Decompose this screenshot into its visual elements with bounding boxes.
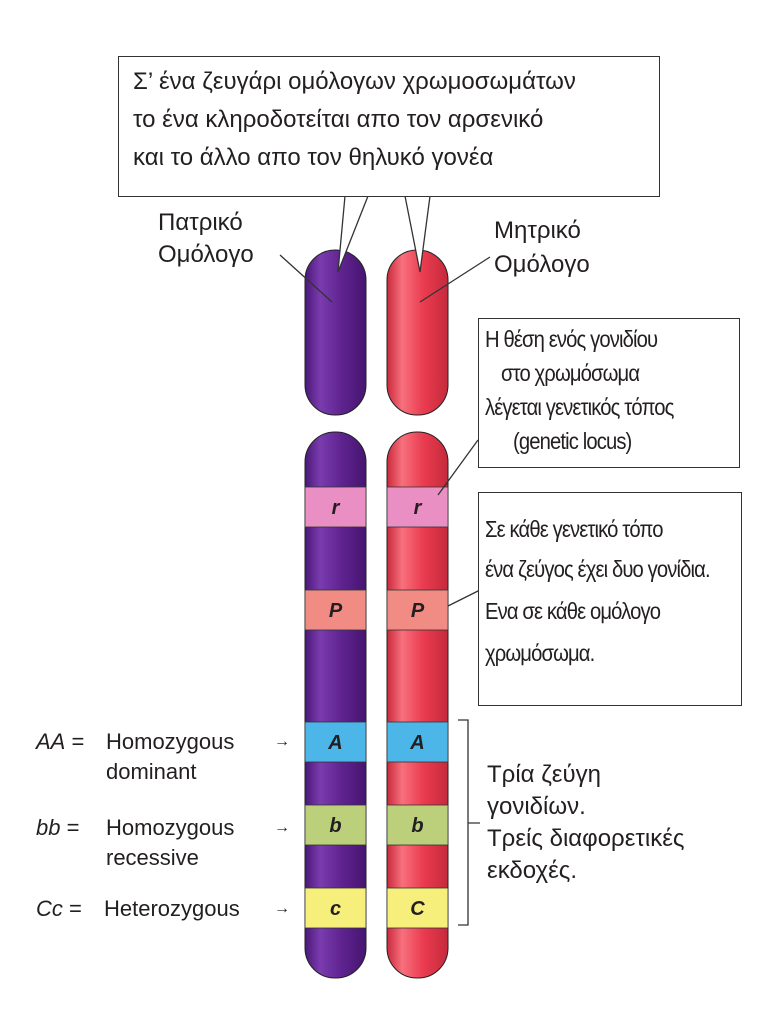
maternal-gene-band (386, 887, 449, 929)
bracket-note-line: εκδοχές. (487, 857, 577, 884)
maternal-gene-band (386, 486, 449, 528)
locus-note-line: λέγεται γενετικός τόπος (485, 394, 674, 420)
arrow-right-icon: → (274, 819, 290, 836)
arrow-right-icon: → (274, 900, 290, 917)
gene-pairs-bracket (458, 719, 480, 926)
paternal-label-pointer (279, 254, 333, 303)
maternal-gene-band (386, 721, 449, 763)
paternal-upper-arm (304, 249, 367, 416)
maternal-allele-label: r (413, 497, 422, 519)
maternal-label-line: Ομόλογο (494, 251, 590, 278)
paternal-allele-label: P (328, 600, 343, 622)
paternal-allele-label: r (331, 497, 340, 519)
legend-line2: dominant (106, 759, 197, 784)
pair-note-box: Σε κάθε γενετικό τόπο ένα ζεύγος έχει δυ… (478, 492, 742, 706)
pair-pointer (447, 589, 481, 607)
paternal-label-line: Πατρικό (158, 209, 243, 236)
pair-note-line: Ενα σε κάθε ομόλογο (485, 598, 661, 624)
paternal-gene-band (304, 486, 367, 528)
paternal-allele-label: A (328, 732, 343, 754)
maternal-label-pointer (419, 256, 491, 303)
top-note-callout-tail (337, 195, 431, 273)
maternal-allele-label: C (410, 898, 425, 920)
paternal-allele-label: c (329, 898, 342, 920)
paternal-gene-band (304, 721, 367, 763)
maternal-gene-band (386, 589, 449, 631)
maternal-upper-arm (386, 249, 449, 416)
top-note-line: και το άλλο απο τον θηλυκό γονέα (133, 144, 494, 171)
legend-line2: recessive (106, 845, 199, 870)
paternal-label-line: Ομόλογο (158, 241, 254, 268)
maternal-allele-label: b (411, 815, 424, 837)
bracket-note-line: Τρείς διαφορετικές (487, 825, 685, 852)
legend-heterozygous: Cc = Heterozygous → (36, 895, 290, 923)
genotype: AA (36, 729, 66, 754)
maternal-gene-band (386, 804, 449, 846)
equals: = (71, 729, 85, 754)
top-note-line: Σ’ ένα ζευγάρι ομόλογων χρωμοσωμάτων (133, 68, 576, 95)
paternal-gene-band (304, 887, 367, 929)
locus-note-line: Η θέση ενός γονιδίου (485, 326, 658, 352)
locus-note-box: Η θέση ενός γονιδίου στο χρωμόσωμα λέγετ… (478, 318, 740, 468)
locus-note-line: (genetic locus) (513, 428, 632, 454)
legend-homozygous-recessive: bb = Homozygous recessive → (36, 814, 290, 870)
paternal-gene-band (304, 804, 367, 846)
paternal-gene-band (304, 589, 367, 631)
maternal-label-line: Μητρικό (494, 217, 581, 244)
bracket-note-line: Τρία ζεύγη (487, 761, 601, 788)
genotype: bb (36, 815, 61, 840)
legend-homozygous-dominant: AA = Homozygous dominant → (36, 728, 290, 784)
bracket-note-line: γονιδίων. (487, 793, 586, 820)
locus-note-line: στο χρωμόσωμα (501, 360, 640, 386)
genotype: Cc (36, 896, 63, 921)
paternal-allele-label: b (329, 815, 342, 837)
pair-note-line: ένα ζεύγος έχει δυο γονίδια. (485, 556, 711, 582)
locus-pointer (437, 439, 479, 496)
maternal-allele-label: A (410, 732, 425, 754)
maternal-allele-label: P (410, 600, 425, 622)
legend-line1: Homozygous (106, 729, 235, 754)
pair-note-line: χρωμόσωμα. (485, 640, 595, 666)
legend-line1: Homozygous (106, 815, 235, 840)
equals: = (69, 896, 82, 921)
legend-line1: Heterozygous (104, 896, 240, 921)
top-note-line: το ένα κληροδοτείται απο τον αρσενικό (133, 106, 544, 133)
equals: = (66, 815, 80, 840)
top-note-box: Σ’ ένα ζευγάρι ομόλογων χρωμοσωμάτων το … (118, 56, 660, 197)
arrow-right-icon: → (274, 733, 290, 750)
pair-note-line: Σε κάθε γενετικό τόπο (485, 516, 663, 542)
